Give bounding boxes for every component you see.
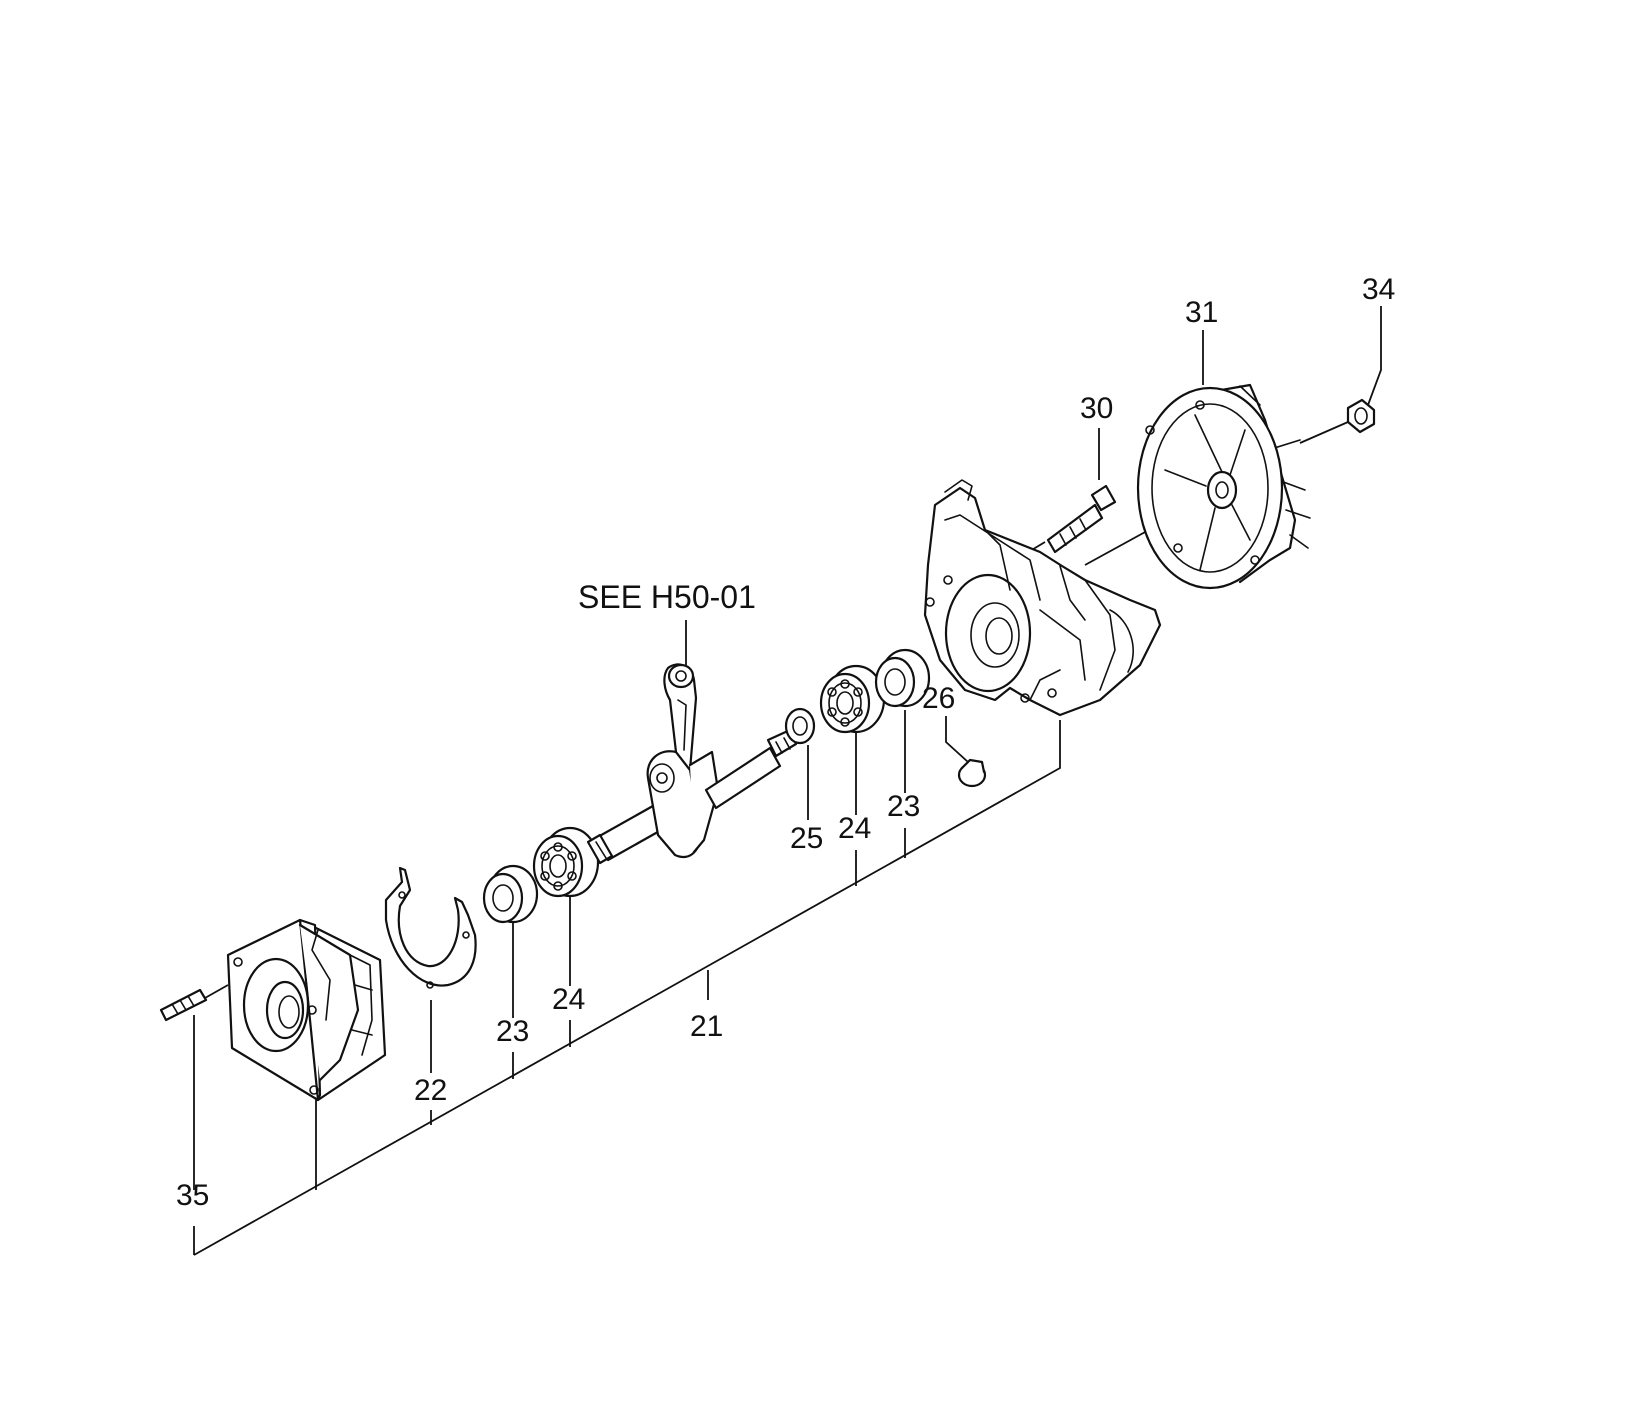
washer-25[interactable] (784, 707, 816, 745)
stud-axis (204, 984, 229, 999)
callout-30: 30 (1080, 392, 1113, 425)
callout-23-right: 23 (887, 790, 920, 823)
callout-24-left: 24 (552, 983, 585, 1016)
reference-note-see-h50-01: SEE H50-01 (578, 579, 756, 615)
stud-bolt-35[interactable] (159, 988, 208, 1022)
callout-23-left: 23 (496, 1015, 529, 1048)
callout-labels: 21 22 23 24 25 24 23 26 30 31 34 35 (176, 273, 1395, 1212)
callout-31: 31 (1185, 296, 1218, 329)
callout-22: 22 (414, 1074, 447, 1107)
assembly-21-bracket (193, 720, 1061, 1256)
callout-25: 25 (790, 822, 823, 855)
oil-seal-23-right[interactable] (874, 648, 931, 708)
callout-24-right: 24 (838, 812, 871, 845)
callout-26: 26 (922, 682, 955, 715)
leader-34 (1367, 306, 1382, 406)
rear-crankcase-half[interactable] (923, 479, 1162, 717)
front-crankcase-half[interactable] (226, 918, 387, 1102)
leader-26 (945, 716, 969, 763)
ball-bearing-24-right[interactable] (819, 664, 886, 734)
crankshaft-assembly[interactable] (586, 663, 798, 865)
plug-26[interactable] (957, 758, 987, 788)
flywheel-axis (1299, 421, 1349, 444)
ball-bearing-24-left[interactable] (532, 826, 600, 898)
callout-35: 35 (176, 1179, 209, 1212)
callout-34: 34 (1362, 273, 1395, 306)
callout-21: 21 (690, 1010, 723, 1043)
bolt-30[interactable] (1046, 484, 1117, 554)
flywheel-31[interactable] (1136, 383, 1311, 590)
gasket-22[interactable] (384, 866, 477, 989)
nut-34[interactable] (1346, 398, 1376, 434)
oil-seal-23-left[interactable] (482, 864, 539, 924)
